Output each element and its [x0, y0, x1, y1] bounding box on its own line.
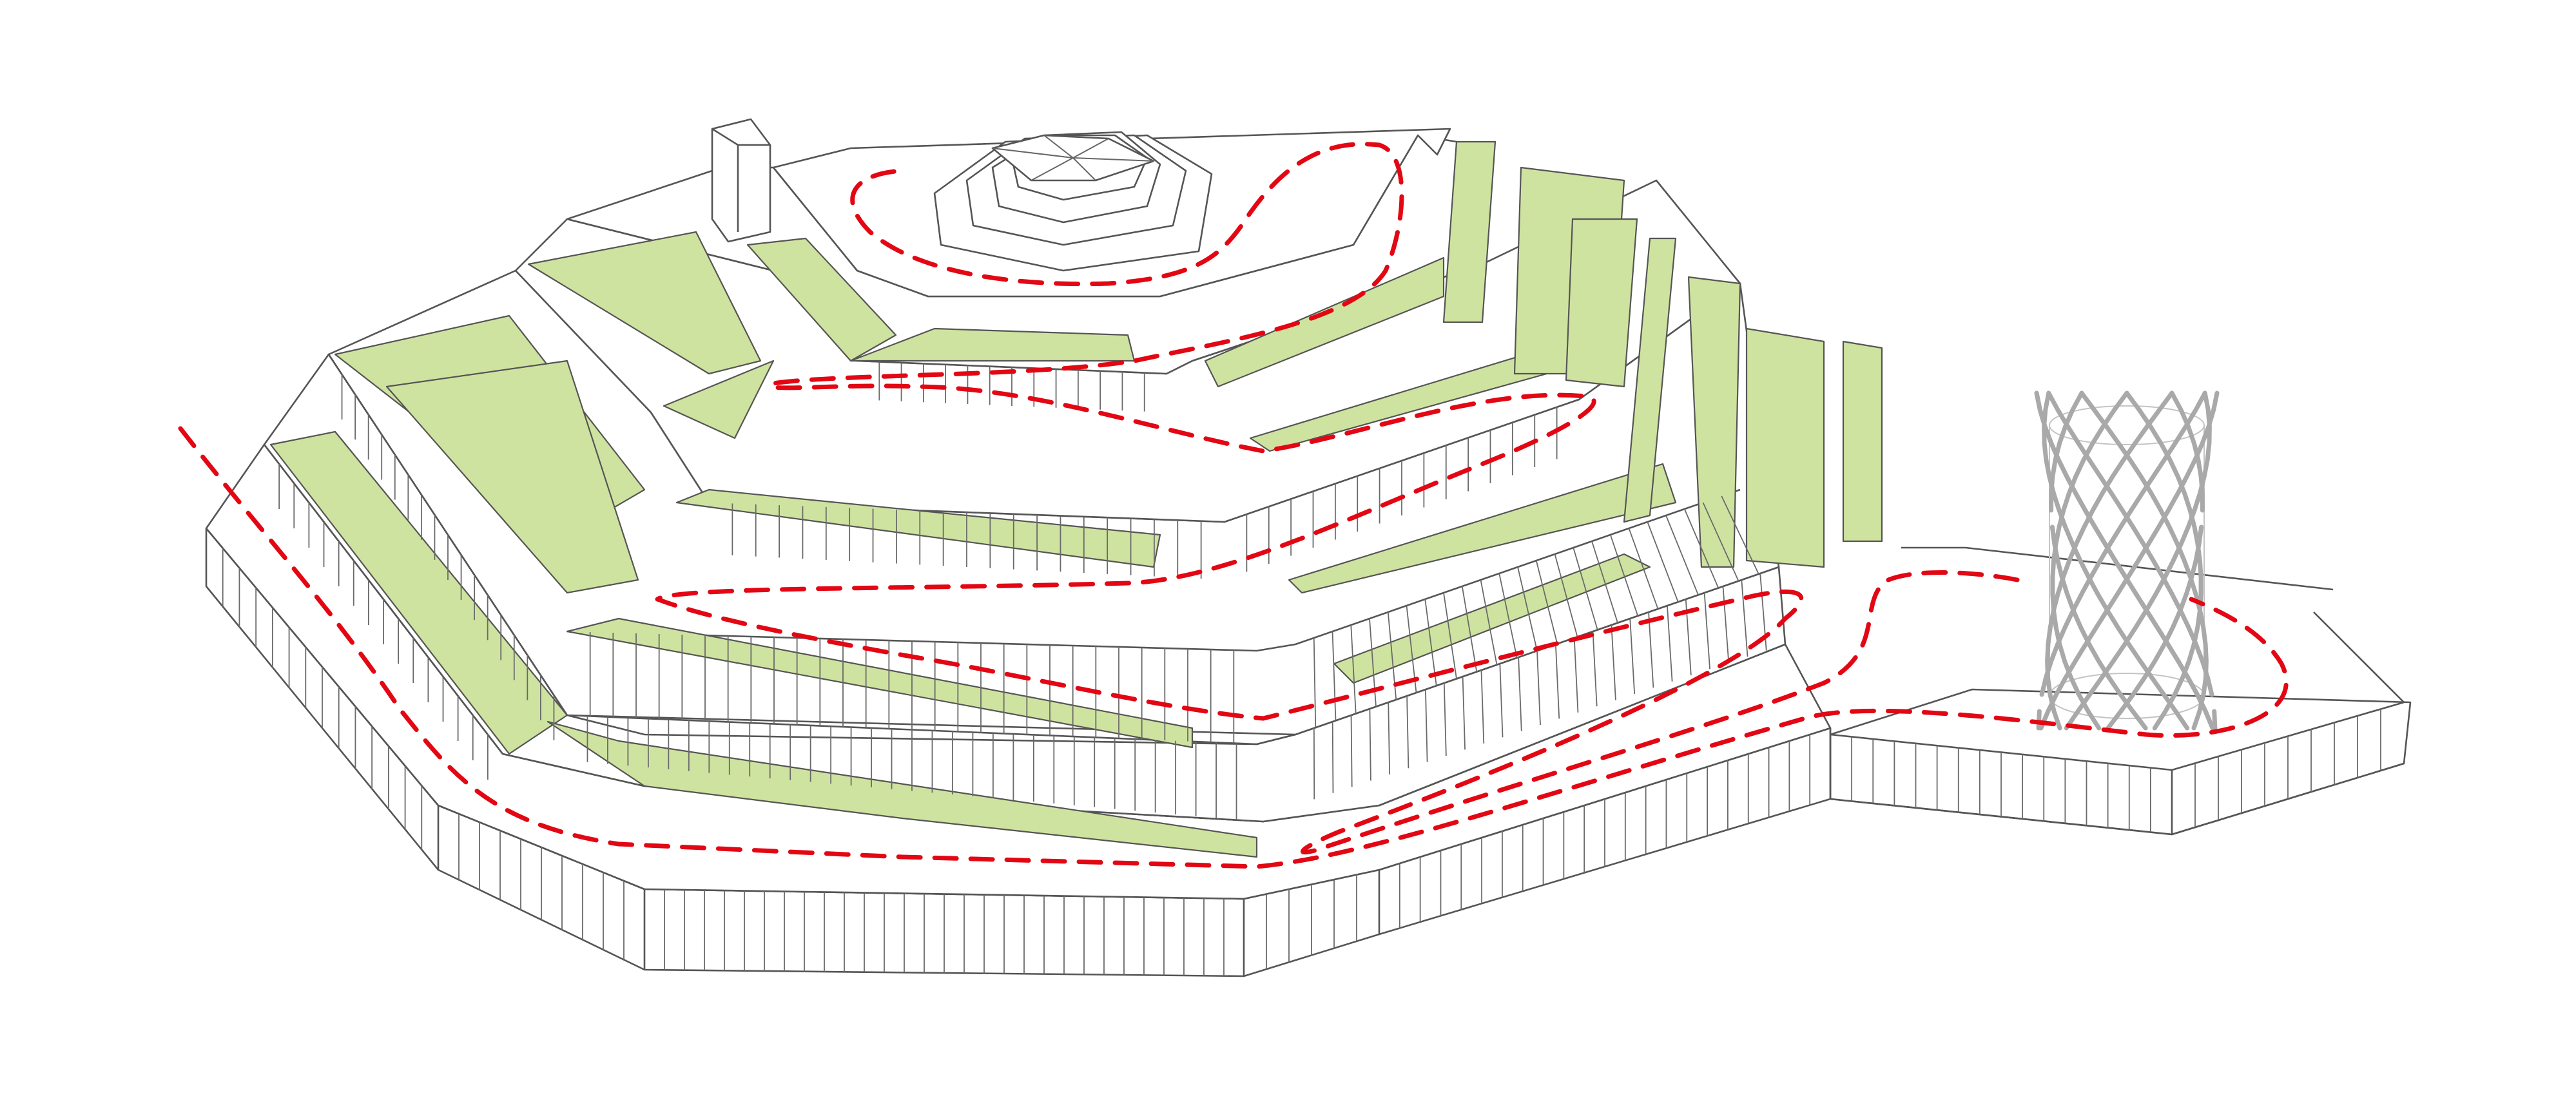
rooftop-dome: [933, 131, 1213, 272]
facade-mullion: [1722, 586, 1730, 663]
facade-mullion: [1388, 702, 1391, 774]
facade-mullion: [1332, 631, 1337, 721]
tower-lattice-member: [2039, 390, 2220, 731]
facade-mullion: [1425, 689, 1428, 762]
tower-lattice-member: [2034, 390, 2215, 731]
facade-mullion: [1554, 553, 1578, 637]
facade-mullion: [1461, 586, 1478, 672]
facade-mullion: [1443, 682, 1447, 756]
facade-mullion: [1535, 560, 1558, 644]
facade-mullion: [1741, 579, 1748, 657]
facade-mullion: [1702, 502, 1739, 582]
tower-lattice-member: [2044, 457, 2190, 731]
facade-mullion: [1573, 547, 1598, 630]
tower-lattice-member: [2064, 457, 2210, 731]
green-roof-terrace: [269, 140, 1883, 858]
facade-mullion: [1667, 605, 1673, 682]
facade-mullion: [1350, 624, 1357, 714]
facade-mullion: [1350, 715, 1353, 787]
facade-mullion: [1406, 695, 1409, 769]
facade-mullion: [1536, 650, 1541, 726]
facade-mullion: [1369, 708, 1371, 781]
tower-plaza: [1829, 546, 2412, 836]
facade-mullion: [1683, 508, 1719, 588]
tower-lattice-member: [2202, 390, 2212, 463]
facade-mullion: [1498, 573, 1518, 659]
facade-mullion: [1499, 663, 1504, 738]
facade-mullion: [1517, 566, 1538, 651]
dashed-walking-route: [178, 142, 2289, 869]
tower-lattice-member: [2124, 390, 2203, 580]
facade-mullion: [1648, 611, 1654, 688]
facade-mullion: [1443, 592, 1457, 679]
facade-mullion: [1462, 676, 1466, 750]
tower-lattice-member: [2191, 642, 2209, 731]
lattice-tower: [2034, 390, 2220, 731]
facade-mullion: [1609, 534, 1639, 617]
tower-lattice-member: [2039, 390, 2207, 697]
facade-mullion: [1424, 599, 1437, 686]
tower-lattice-member: [2046, 390, 2214, 697]
facade-mullion: [1573, 637, 1579, 713]
facade-mullion: [1518, 657, 1522, 731]
facade-mullion: [1591, 541, 1618, 623]
facade-mullion: [1665, 515, 1699, 595]
tower-lattice-member: [2169, 390, 2205, 513]
facade-mullion: [1647, 521, 1679, 602]
facade-mullion: [1554, 644, 1560, 719]
facade-mullion: [1703, 592, 1710, 669]
facade-mullion: [1628, 528, 1659, 610]
facade-mullion: [1480, 579, 1498, 665]
tower-lattice-member: [2212, 709, 2218, 731]
tower-lattice-member: [2049, 524, 2148, 731]
facade-mullion: [1313, 637, 1317, 728]
facade-mullion: [1592, 631, 1598, 707]
rooftop-chimney: [711, 118, 771, 243]
facade-mullion: [1611, 624, 1616, 700]
tower-lattice-member: [2106, 524, 2204, 731]
facade-mullion: [1629, 618, 1636, 694]
facade-mullion: [1480, 669, 1485, 744]
tower-lattice-member: [2045, 642, 2062, 731]
facade-mullion: [1721, 495, 1759, 575]
